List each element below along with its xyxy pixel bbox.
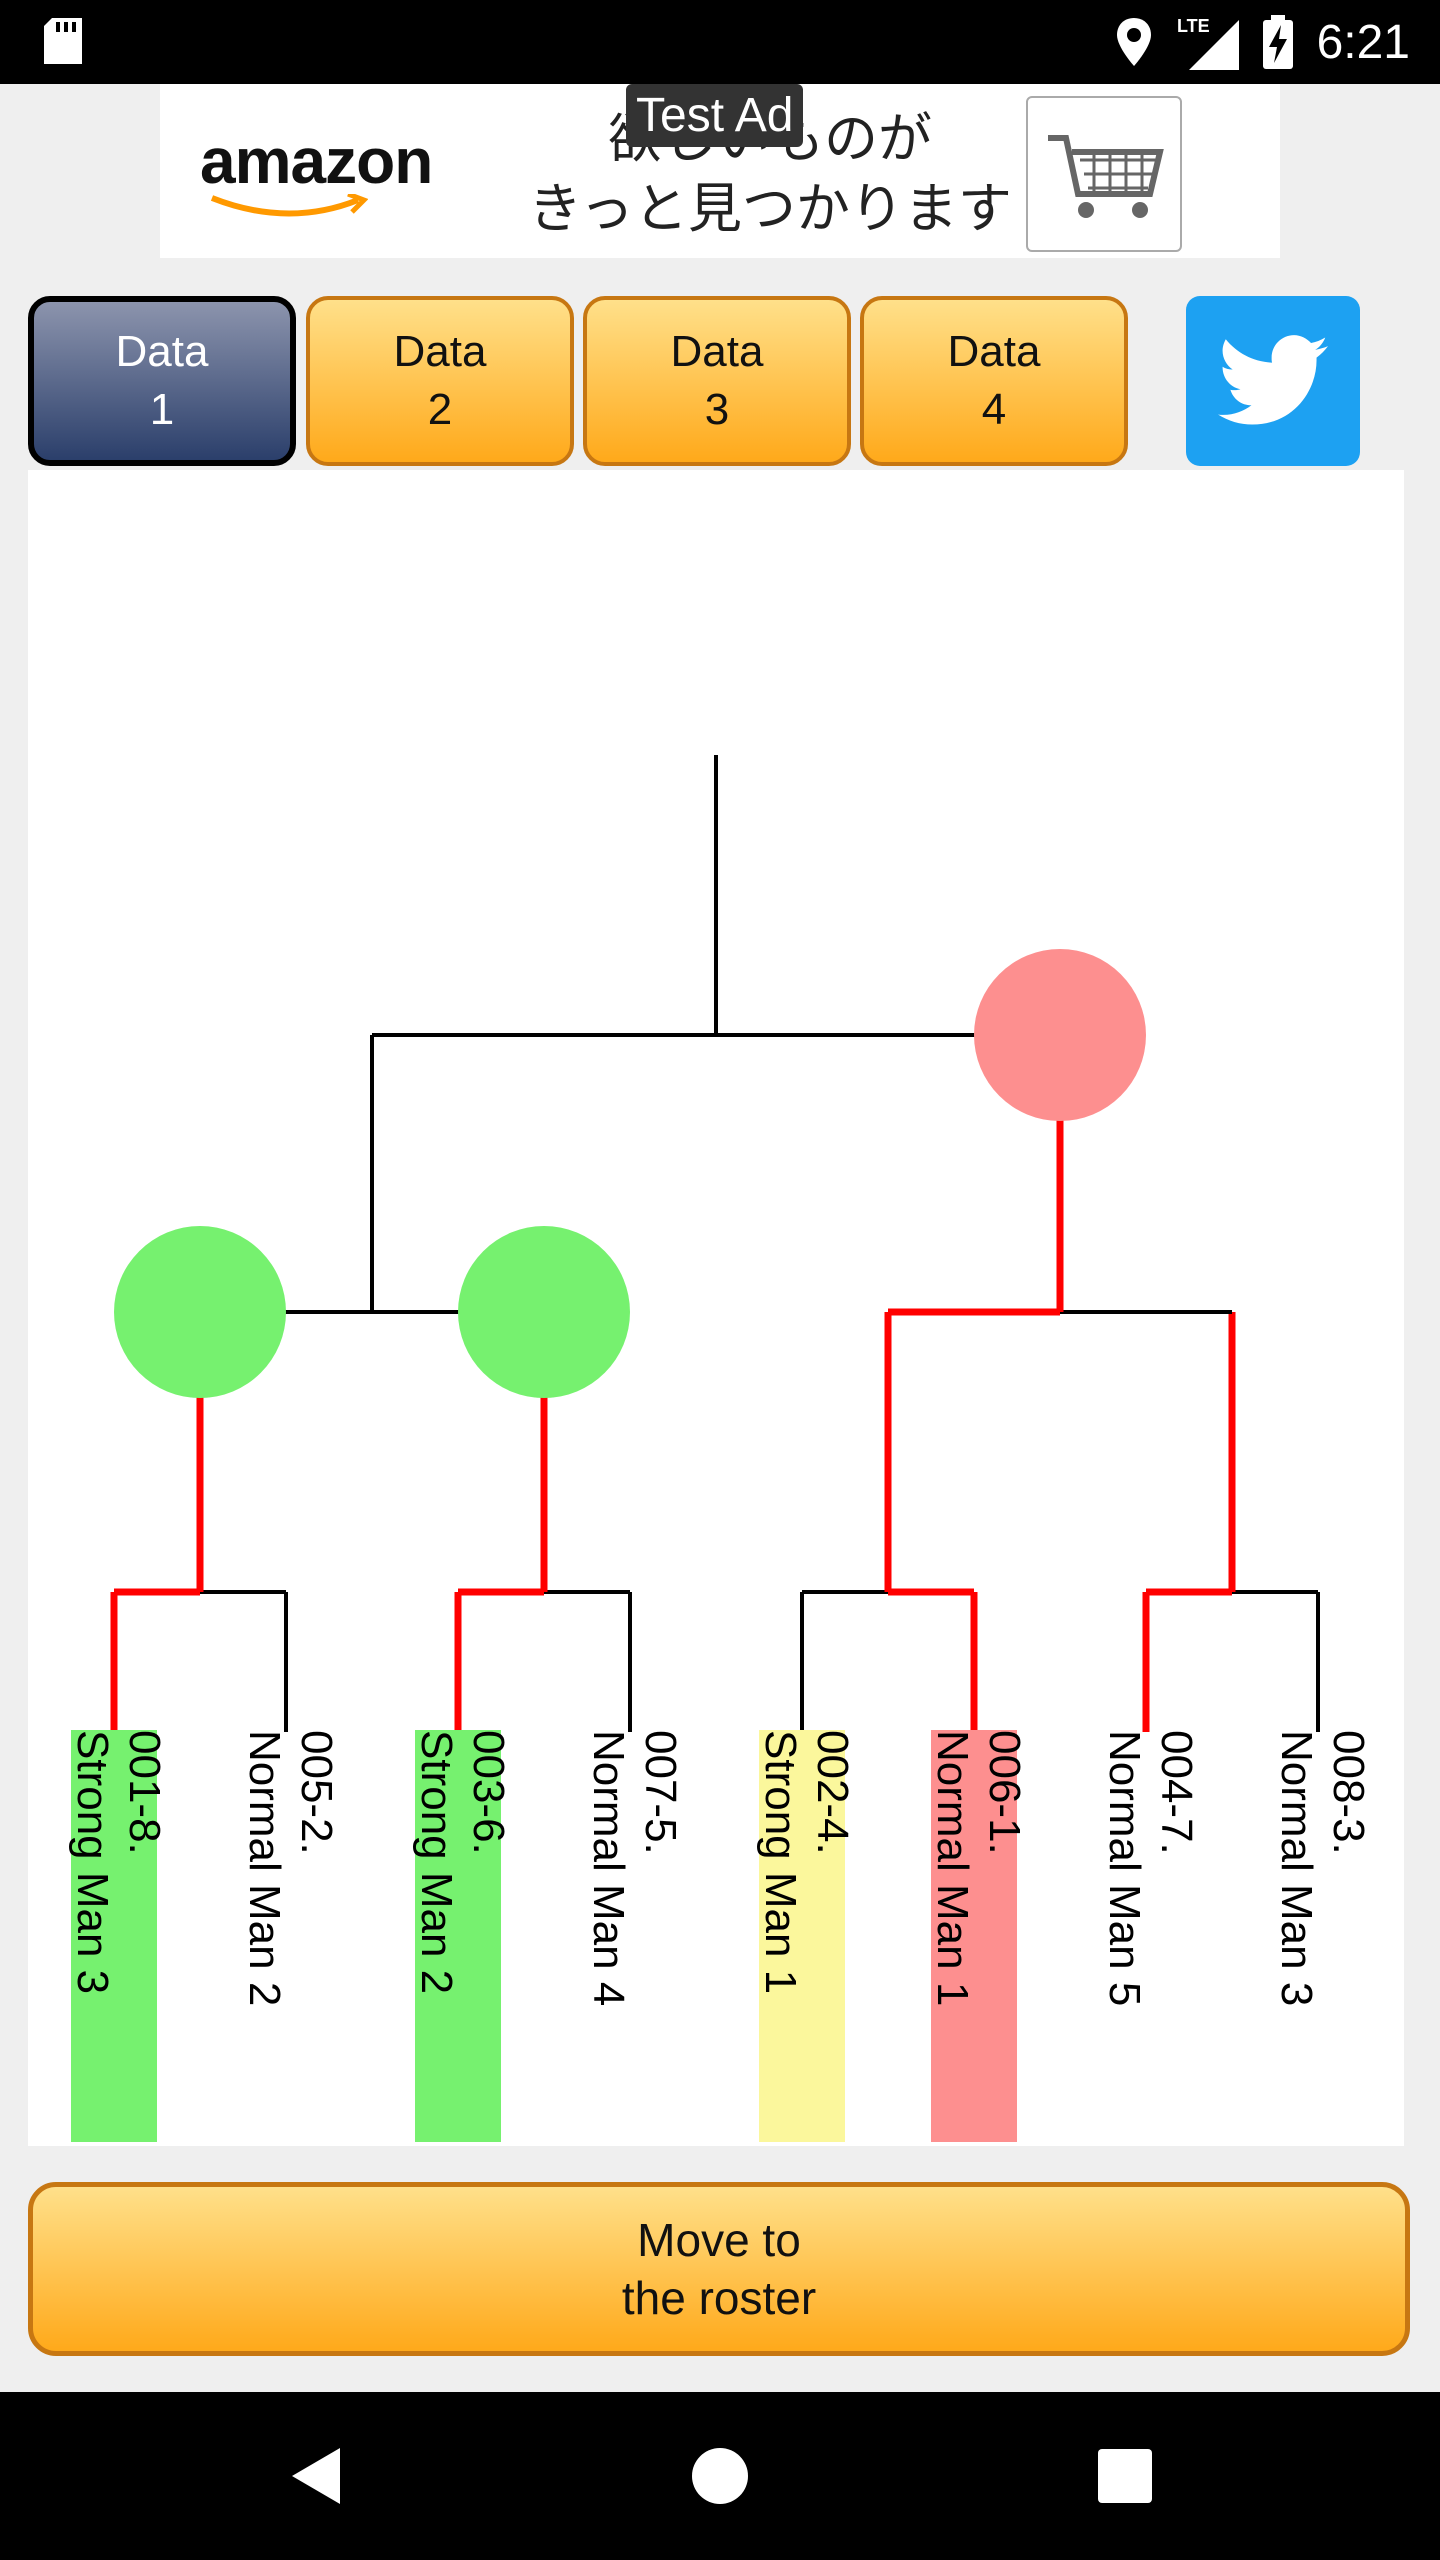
tab-data-2[interactable]: Data 2 <box>306 296 574 466</box>
player-entry-2[interactable]: 005-2. Normal Man 2 <box>240 1730 341 2007</box>
entry-highlight <box>71 1730 157 2142</box>
recents-icon[interactable] <box>1098 2449 1152 2503</box>
navigation-bar <box>0 2392 1440 2560</box>
player-entry-4[interactable]: 007-5. Normal Man 4 <box>584 1730 685 2007</box>
svg-text:LTE: LTE <box>1177 16 1210 36</box>
lte-signal-icon: LTE <box>1177 16 1239 70</box>
ad-banner[interactable]: amazon 欲しいものが きっと見つかります Test Ad <box>160 84 1280 258</box>
clock: 6:21 <box>1316 15 1410 69</box>
move-to-roster-button[interactable]: Move to the roster <box>28 2182 1410 2356</box>
winner-marker-2 <box>458 1226 630 1398</box>
status-bar: LTE 6:21 <box>0 0 1440 84</box>
player-entry-8[interactable]: 008-3. Normal Man 3 <box>1272 1730 1373 2007</box>
player-entry-6[interactable]: 006-1. Normal Man 1 <box>928 1730 1029 2007</box>
location-icon <box>1116 18 1151 66</box>
home-icon[interactable] <box>690 2446 750 2506</box>
winner-marker-1 <box>114 1226 286 1398</box>
battery-charging-icon <box>1262 15 1293 69</box>
sd-card-icon <box>44 18 82 64</box>
amazon-smile-icon <box>210 194 368 217</box>
tab-data-3[interactable]: Data 3 <box>583 296 851 466</box>
twitter-button[interactable] <box>1186 296 1360 466</box>
bracket-lines <box>110 755 1320 1732</box>
entry-highlight <box>931 1730 1017 2142</box>
test-ad-label: Test Ad <box>626 84 804 147</box>
tab-data-4[interactable]: Data 4 <box>860 296 1128 466</box>
entry-highlight <box>759 1730 845 2142</box>
twitter-bird-icon <box>1218 335 1328 425</box>
back-icon[interactable] <box>286 2444 346 2508</box>
winner-marker-3 <box>974 949 1146 1121</box>
entry-highlight <box>415 1730 501 2142</box>
player-entry-1[interactable]: 001-8. Strong Man 3 <box>68 1730 169 1995</box>
tab-data-1[interactable]: Data 1 <box>28 296 296 466</box>
player-entry-5[interactable]: 002-4. Strong Man 1 <box>756 1730 857 1995</box>
amazon-logo: amazon <box>200 124 433 217</box>
cart-icon <box>1026 96 1182 252</box>
player-entry-3[interactable]: 003-6. Strong Man 2 <box>412 1730 513 1995</box>
player-entry-7[interactable]: 004-7. Normal Man 5 <box>1100 1730 1201 2007</box>
tournament-bracket: 001-8. Strong Man 3 005-2. Normal Man 2 … <box>28 470 1404 2146</box>
